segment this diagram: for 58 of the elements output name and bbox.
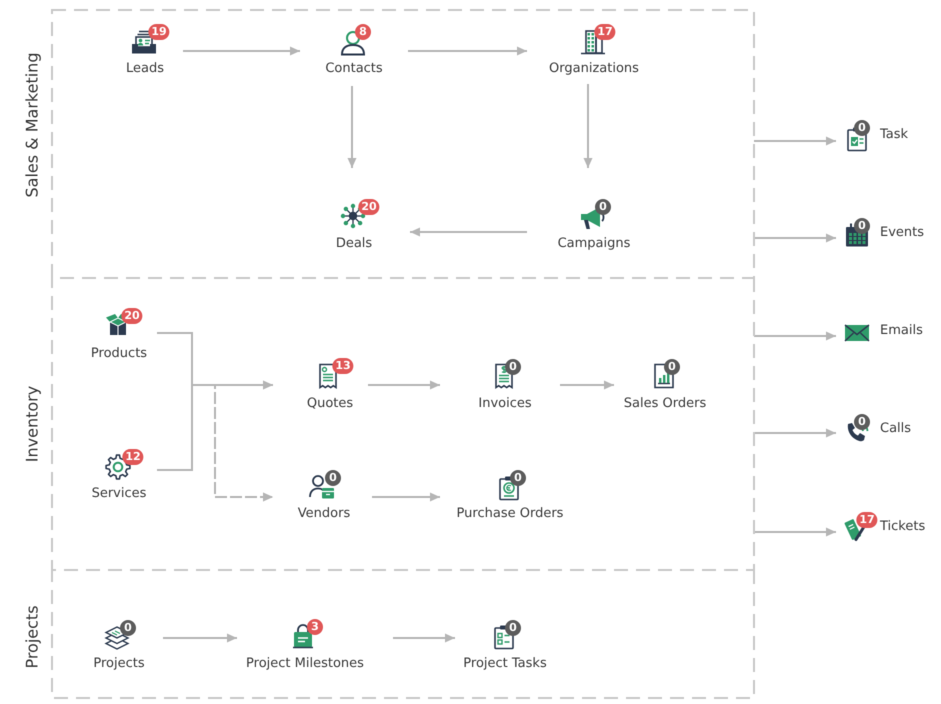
arrow xyxy=(754,136,836,146)
group-label: Inventory xyxy=(22,386,42,462)
count-badge: 17 xyxy=(594,24,616,40)
group-label: Sales & Marketing xyxy=(22,52,42,198)
node-label: Calls xyxy=(880,421,912,437)
node-label: Invoices xyxy=(478,396,532,412)
node-label: Products xyxy=(90,346,148,362)
count-badge: 0 xyxy=(854,120,870,136)
node-label: Events xyxy=(880,225,924,241)
node-label: Services xyxy=(92,486,146,502)
arrow xyxy=(393,634,455,642)
node-label: Organizations xyxy=(549,61,639,77)
arrow xyxy=(372,492,440,502)
count-badge: 13 xyxy=(332,358,354,374)
count-badge: 0 xyxy=(325,470,341,486)
node-label: Projects xyxy=(93,656,145,672)
arrow xyxy=(183,46,300,56)
arrow xyxy=(560,380,614,390)
node-label: Deals xyxy=(336,236,372,252)
count-badge: 0 xyxy=(664,359,680,375)
node-label: Sales Orders xyxy=(624,396,706,412)
count-badge: 0 xyxy=(854,218,870,234)
node-label: Project Tasks xyxy=(463,656,547,672)
arrow xyxy=(584,84,592,168)
arrow xyxy=(754,234,836,242)
arrow xyxy=(368,380,440,390)
count-badge: 20 xyxy=(121,308,143,324)
count-badge: 0 xyxy=(854,414,870,430)
arrow xyxy=(754,428,836,438)
node-label: Leads xyxy=(126,61,164,77)
arrow xyxy=(754,528,836,536)
arrow xyxy=(410,228,527,236)
count-badge: 19 xyxy=(148,24,170,40)
count-badge: 0 xyxy=(510,470,526,486)
node-label: Campaigns xyxy=(558,236,630,252)
count-badge: 12 xyxy=(122,449,144,465)
node-label: Emails xyxy=(880,323,923,339)
node-label: Project Milestones xyxy=(246,656,364,672)
arrow xyxy=(163,634,237,642)
count-badge: 0 xyxy=(120,620,136,636)
node-label: Tickets xyxy=(880,519,926,535)
arrow xyxy=(408,46,527,56)
group-label: Projects xyxy=(22,605,42,669)
node-label: Purchase Orders xyxy=(456,506,564,522)
count-badge: 3 xyxy=(307,619,323,635)
node-label: Contacts xyxy=(325,61,383,77)
arrow xyxy=(348,86,356,168)
dashed-arrow xyxy=(157,384,273,502)
node-label: Vendors xyxy=(298,506,350,522)
node-label: Quotes xyxy=(306,396,354,412)
count-badge: 0 xyxy=(505,359,521,375)
count-badge: 8 xyxy=(355,24,371,40)
arrow xyxy=(754,332,836,340)
node-label: Task xyxy=(880,127,908,143)
count-badge: 17 xyxy=(856,512,878,528)
count-badge: 0 xyxy=(595,199,611,215)
count-badge: 0 xyxy=(505,620,521,636)
count-badge: 20 xyxy=(358,199,380,215)
